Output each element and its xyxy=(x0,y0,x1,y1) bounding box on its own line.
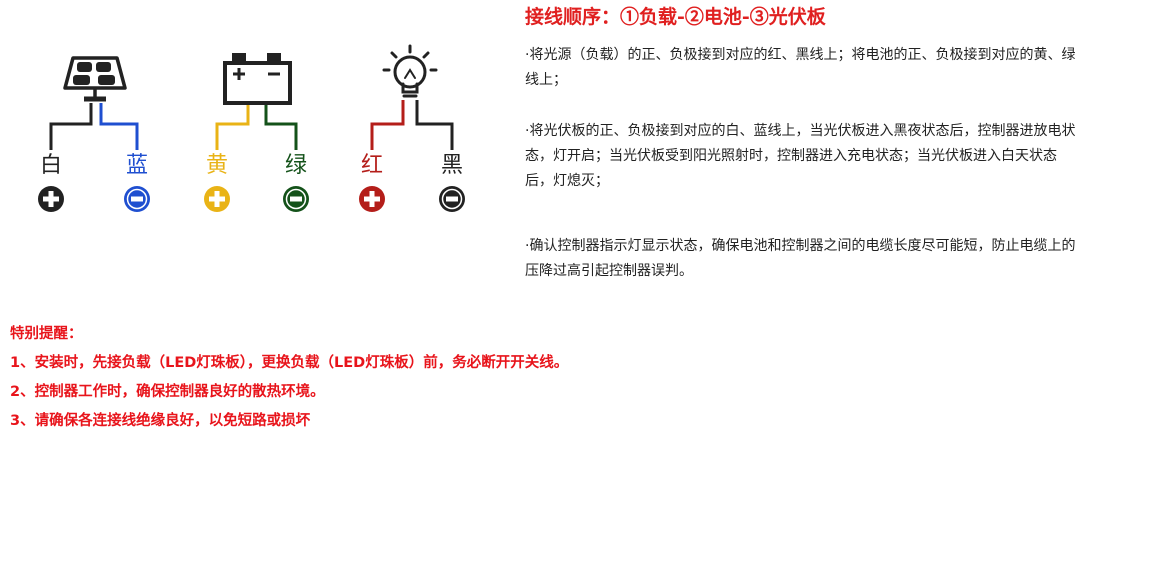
reminders-heading: 特别提醒： xyxy=(10,326,83,342)
wiring-diagram-graphic xyxy=(38,44,465,212)
wiring-diagram: 白 蓝 黄 绿 红 黑 xyxy=(0,0,500,240)
minus-terminal-icon xyxy=(439,186,465,212)
solar-panel-icon xyxy=(63,56,127,102)
minus-terminal-icon xyxy=(283,186,309,212)
wire-black xyxy=(415,100,454,150)
wire-blue xyxy=(99,103,139,150)
reminder-item: 2、控制器工作时，确保控制器良好的散热环境。 xyxy=(10,384,325,400)
instruction-paragraph-load-battery: ·将光源（负载）的正、负极接到对应的红、黑线上；将电池的正、负极接到对应的黄、绿… xyxy=(525,47,1076,88)
wire-lines xyxy=(49,100,454,150)
wire-label-black: 黑 xyxy=(440,153,463,178)
wiring-order-title: 接线顺序：①负载-②电池-③光伏板 xyxy=(525,6,826,28)
wire-label-white: 白 xyxy=(39,153,62,178)
wire-label-red: 红 xyxy=(360,153,383,178)
wire-white xyxy=(49,103,93,150)
special-reminders: 特别提醒： 1、安装时，先接负载（LED灯珠板），更换负载（LED灯珠板）前，务… xyxy=(10,320,568,436)
minus-terminal-icon xyxy=(124,186,150,212)
plus-terminal-icon xyxy=(359,186,385,212)
reminder-item: 3、请确保各连接线绝缘良好，以免短路或损坏 xyxy=(10,413,311,429)
wire-red xyxy=(370,100,405,150)
wire-label-yellow: 黄 xyxy=(205,153,228,178)
wire-yellow xyxy=(215,105,250,150)
instruction-paragraph-solar-panel: ·将光伏板的正、负极接到对应的白、蓝线上，当光伏板进入黑夜状态后，控制器进放电状… xyxy=(525,123,1076,189)
reminder-item: 1、安装时，先接负载（LED灯珠板），更换负载（LED灯珠板）前，务必断开开关线… xyxy=(10,355,569,371)
wire-label-blue: 蓝 xyxy=(125,153,148,178)
light-bulb-icon xyxy=(382,44,438,98)
plus-terminal-icon xyxy=(204,186,230,212)
battery-icon xyxy=(223,53,292,105)
wire-green xyxy=(264,105,298,150)
plus-terminal-icon xyxy=(38,186,64,212)
instruction-paragraph-cable-check: ·确认控制器指示灯显示状态，确保电池和控制器之间的电缆长度尽可能短，防止电缆上的… xyxy=(525,238,1076,279)
wire-label-green: 绿 xyxy=(284,153,307,178)
